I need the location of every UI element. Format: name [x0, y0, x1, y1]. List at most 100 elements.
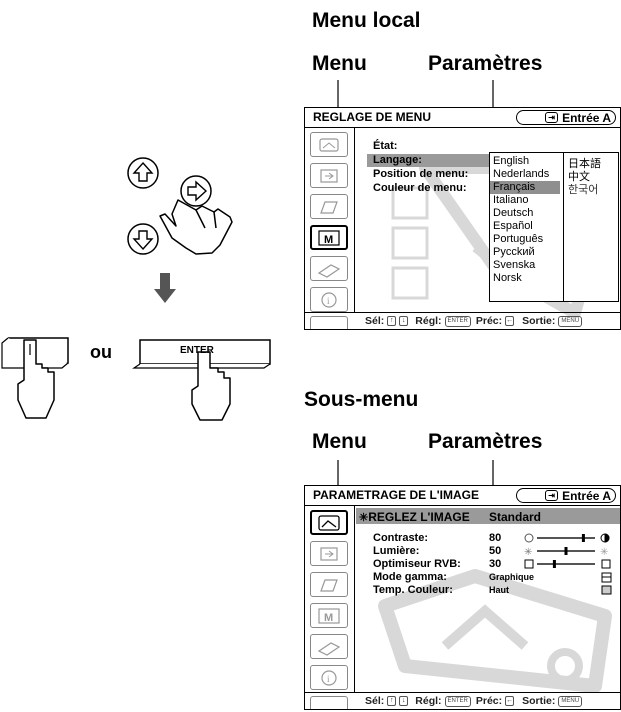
right-button-icon — [180, 175, 212, 207]
footer-sel: Sél: — [365, 315, 385, 327]
or-label: ou — [90, 342, 112, 362]
picture-menu-icon[interactable] — [310, 132, 348, 157]
language-option[interactable]: Svenska — [493, 259, 536, 271]
footer-regl: Régl: — [415, 695, 442, 707]
language-option[interactable]: Italiano — [493, 194, 529, 206]
hand-pointer-icon — [159, 199, 233, 255]
empty-slot — [310, 696, 348, 709]
row-contraste-label: Contraste: — [373, 532, 429, 544]
sun-icon: ✳ — [359, 512, 369, 524]
row-temp-value: Haut — [489, 585, 509, 595]
slider-group: ✳ ✳ — [524, 533, 612, 595]
info-menu-icon[interactable]: i — [310, 665, 348, 690]
selected-language-highlight — [490, 181, 560, 194]
contraste-slider[interactable] — [524, 533, 610, 543]
menu-item-couleur[interactable]: Couleur de menu: — [373, 182, 467, 194]
lumiere-slider[interactable]: ✳ ✳ — [524, 547, 608, 558]
menu-settings-icon[interactable]: M — [310, 603, 348, 628]
osd-header: PARAMETRAGE DE L'IMAGE ⇥ Entrée A — [305, 486, 620, 506]
language-option[interactable]: Nederlands — [493, 168, 550, 180]
setup-menu-icon[interactable] — [310, 194, 348, 219]
empty-slot — [310, 316, 348, 329]
up-key-icon: ↑ — [387, 316, 397, 326]
language-option[interactable]: 日本語 — [568, 158, 601, 170]
menu-settings-icon[interactable]: M — [310, 225, 348, 250]
enter-key-badge: ENTER — [444, 695, 471, 707]
row-rvb-value: 30 — [489, 558, 502, 570]
picture-menu-icon[interactable] — [310, 510, 348, 535]
rvb-slider-thumb[interactable] — [552, 560, 556, 568]
footer-regl: Régl: — [415, 315, 442, 327]
install-menu-icon[interactable] — [310, 634, 348, 659]
input-indicator: ⇥ Entrée A — [516, 110, 616, 125]
row-contraste-value: 80 — [489, 532, 502, 544]
install-menu-icon[interactable] — [310, 256, 348, 281]
up-button-icon — [127, 157, 159, 189]
svg-text:✳: ✳ — [524, 547, 532, 558]
setup-menu-icon[interactable] — [310, 572, 348, 597]
input-icon: ⇥ — [545, 490, 559, 501]
language-divider — [563, 153, 564, 301]
row-rvb-label: Optimiseur RVB: — [373, 558, 461, 570]
lumiere-slider-thumb[interactable] — [564, 547, 568, 555]
contraste-slider-thumb[interactable] — [581, 534, 585, 542]
color-temp-icon — [601, 585, 612, 595]
svg-text:i: i — [327, 674, 330, 684]
input-icon: ⇥ — [545, 112, 559, 123]
language-option-selected[interactable]: Français — [493, 181, 536, 193]
enter-key-badge: ENTER — [444, 315, 471, 327]
menu-item-etat[interactable]: État: — [373, 140, 398, 152]
svg-text:i: i — [327, 296, 330, 306]
adjust-picture-label[interactable]: ✳REGLEZ L'IMAGE — [359, 510, 470, 524]
footer-sortie: Sortie: — [522, 695, 556, 707]
menu-label-top: Menu — [312, 52, 367, 75]
enter-key-label: ENTER — [180, 345, 214, 356]
menu-item-highlight — [367, 154, 489, 167]
enter-key-icon — [132, 339, 271, 421]
row-lumiere-label: Lumière: — [373, 545, 420, 557]
footer-sortie: Sortie: — [522, 315, 556, 327]
svg-text:✳: ✳ — [600, 547, 608, 558]
language-option[interactable]: Pycckий — [493, 246, 535, 258]
svg-text:M: M — [324, 612, 333, 624]
language-option[interactable]: English — [493, 155, 530, 167]
gamma-icon — [601, 572, 612, 583]
info-menu-icon[interactable]: i — [310, 287, 348, 312]
input-menu-icon[interactable] — [310, 541, 348, 566]
watermark-graphic — [378, 569, 612, 693]
language-option[interactable]: Deutsch — [493, 207, 534, 219]
down-button-icon — [127, 223, 159, 255]
params-label-bottom: Paramètres — [428, 430, 543, 453]
menu-key-badge: MENU — [558, 315, 583, 327]
input-indicator: ⇥ Entrée A — [516, 488, 616, 503]
down-key-icon: ↓ — [399, 696, 409, 706]
down-arrow-icon — [154, 273, 176, 303]
row-temp-label: Temp. Couleur: — [373, 584, 453, 596]
left-key-icon: ← — [505, 316, 515, 326]
rvb-slider[interactable] — [524, 559, 611, 569]
menu-item-position[interactable]: Position de menu: — [373, 168, 469, 180]
footer-prec: Préc: — [475, 315, 503, 327]
row-lumiere-value: 50 — [489, 545, 502, 557]
osd-sidebar: M i — [305, 506, 355, 709]
menu-item-langage[interactable]: Langage: — [373, 154, 422, 166]
language-option[interactable]: 中文 — [568, 171, 590, 183]
footer-prec: Préc: — [475, 695, 503, 707]
osd-header: REGLAGE DE MENU ⇥ Entrée A — [305, 108, 620, 128]
menu-local-title: Menu local — [312, 9, 421, 32]
language-option[interactable]: Norsk — [493, 272, 522, 284]
controls-illustration — [1, 157, 271, 421]
up-key-icon: ↑ — [387, 696, 397, 706]
row-gamma-value: Graphique — [489, 572, 535, 582]
language-option[interactable]: 한국어 — [568, 184, 599, 196]
menu-label-bottom: Menu — [312, 430, 367, 453]
params-label-top: Paramètres — [428, 52, 543, 75]
menu-key-icon — [1, 337, 69, 419]
language-option[interactable]: Español — [493, 220, 533, 232]
adjust-picture-value[interactable]: Standard — [489, 510, 542, 524]
header-row-highlight — [356, 508, 620, 524]
language-option[interactable]: Português — [493, 233, 544, 245]
osd-title: PARAMETRAGE DE L'IMAGE — [313, 488, 479, 502]
input-menu-icon[interactable] — [310, 163, 348, 188]
down-key-icon: ↓ — [399, 316, 409, 326]
